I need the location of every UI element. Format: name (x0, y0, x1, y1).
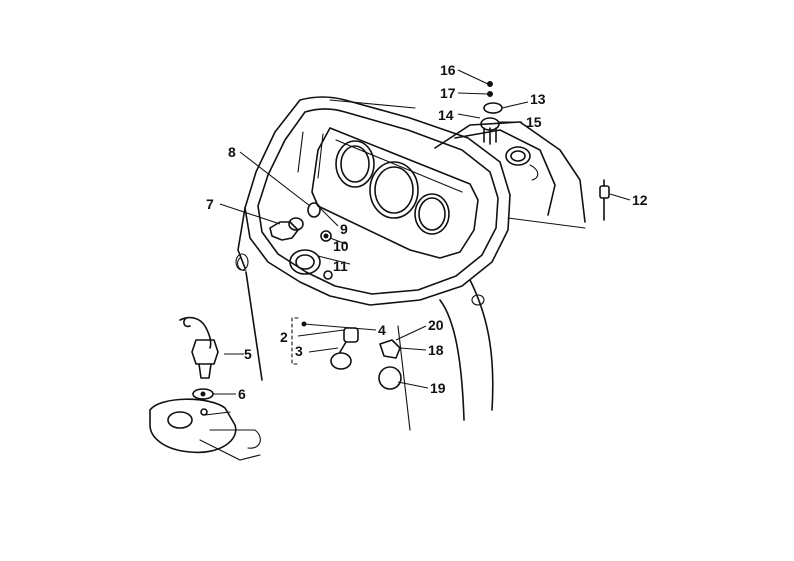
lower-switches (291, 317, 411, 431)
part-16 (487, 81, 493, 87)
socket-11 (289, 249, 321, 275)
part-17 (487, 91, 493, 97)
callout-19: 19 (430, 380, 446, 396)
callout-12: 12 (632, 192, 648, 208)
part-18 (379, 339, 401, 359)
callout-2: 2 (280, 329, 288, 345)
callout-5: 5 (244, 346, 252, 362)
callout-13: 13 (530, 91, 546, 107)
callout-9: 9 (340, 221, 348, 237)
pressure-switch-assembly (149, 316, 261, 461)
gauge-center (369, 161, 419, 219)
callout-3: 3 (295, 343, 303, 359)
part-19 (378, 366, 402, 390)
indicator-10 (320, 230, 332, 242)
sensor-12 (599, 179, 610, 221)
callout-17: 17 (440, 85, 456, 101)
panel-switches (269, 202, 333, 280)
tank-cap (505, 146, 531, 166)
wire-lead (179, 316, 212, 349)
callout-20: 20 (428, 317, 444, 333)
callout-4: 4 (378, 322, 386, 338)
base-casting (149, 398, 237, 454)
part-13 (483, 102, 503, 114)
part-5 (191, 339, 219, 365)
part-3 (330, 352, 352, 370)
callout-15: 15 (526, 114, 542, 130)
callout-6: 6 (238, 386, 246, 402)
tank-housing (329, 99, 586, 229)
part-4 (343, 327, 359, 343)
callout-11: 11 (333, 258, 348, 274)
callout-10: 10 (333, 238, 349, 254)
callout-labels: 2 3 4 5 6 7 8 9 10 11 12 13 14 15 16 17 … (206, 62, 648, 402)
callout-16: 16 (440, 62, 456, 78)
gauge-left (335, 140, 375, 188)
fuel-sender-stack (480, 81, 503, 145)
gauge-right (414, 193, 450, 235)
callout-18: 18 (428, 342, 444, 358)
gauges (335, 140, 450, 235)
callout-7: 7 (206, 196, 214, 212)
key-switch (269, 221, 299, 241)
callout-14: 14 (438, 107, 454, 123)
warning-lamp (307, 202, 321, 218)
leader-lines (213, 69, 631, 395)
instrument-panel-housing (235, 96, 511, 421)
callout-8: 8 (228, 144, 236, 160)
